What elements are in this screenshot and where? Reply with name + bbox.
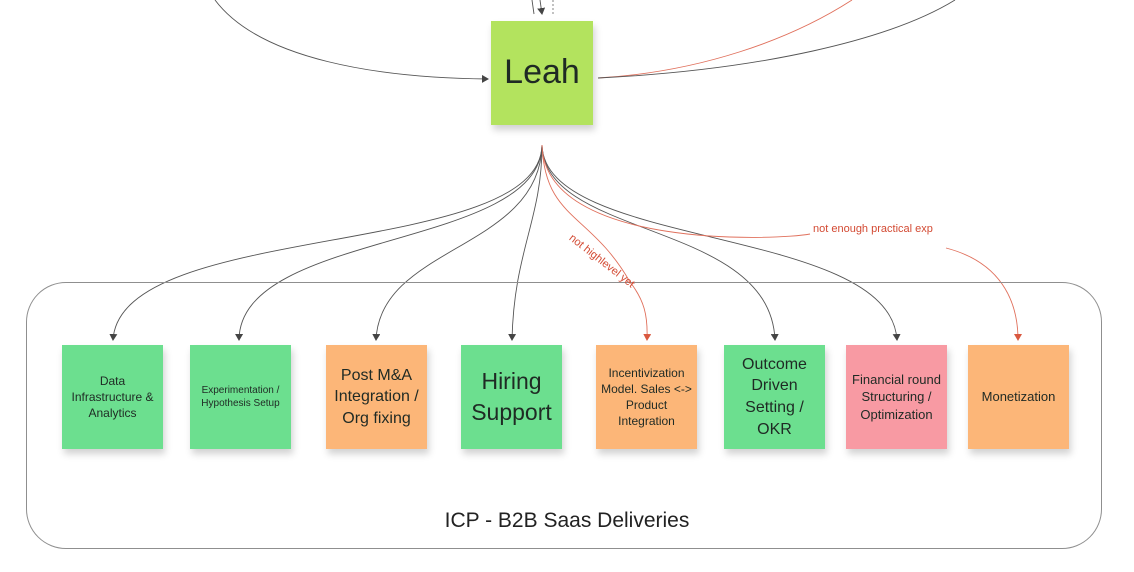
node-data-infrastructure-label: Data Infrastructure & Analytics (71, 373, 154, 421)
edge-to-monetization-tail[interactable] (945, 247, 1022, 341)
edge-incoming-top-a[interactable] (531, 0, 535, 15)
node-experimentation[interactable]: Experimentation / Hypothesis Setup (190, 345, 291, 449)
edge-to-data-infrastructure[interactable] (109, 144, 543, 341)
node-hiring-support-label: Hiring Support (471, 367, 552, 425)
edge-outgoing-right-dark[interactable] (597, 0, 956, 79)
node-data-infrastructure[interactable]: Data Infrastructure & Analytics (62, 345, 163, 449)
icp-container[interactable] (26, 282, 1102, 549)
edge-to-post-ma[interactable] (372, 144, 543, 341)
node-incentivization-label: Incentivization Model. Sales <-> Product… (601, 365, 692, 429)
node-incentivization[interactable]: Incentivization Model. Sales <-> Product… (596, 345, 697, 449)
edge-to-financial-round[interactable] (541, 144, 901, 341)
edge-to-experimentation[interactable] (235, 144, 543, 341)
edge-label-not-enough-exp: not enough practical exp (813, 223, 933, 235)
node-outcome-driven-label: Outcome Driven Setting / OKR (742, 355, 807, 438)
edge-incoming-left[interactable] (214, 0, 489, 83)
node-hiring-support[interactable]: Hiring Support (461, 345, 562, 449)
node-leah[interactable]: Leah (491, 21, 593, 125)
edge-to-hiring-support[interactable] (508, 144, 543, 341)
edge-incoming-top-b[interactable] (537, 0, 546, 15)
edge-to-outcome-driven[interactable] (541, 144, 779, 341)
node-outcome-driven[interactable]: Outcome Driven Setting / OKR (724, 345, 825, 449)
node-financial-round-label: Financial round Structuring / Optimizati… (852, 371, 941, 422)
node-monetization-label: Monetization (981, 389, 1056, 405)
node-experimentation-label: Experimentation / Hypothesis Setup (201, 384, 280, 410)
container-label: ICP - B2B Saas Deliveries (444, 509, 690, 532)
edge-outgoing-right-red[interactable] (597, 0, 853, 79)
node-monetization[interactable]: Monetization (968, 345, 1069, 449)
edge-to-monetization[interactable] (541, 144, 811, 238)
node-post-ma-label: Post M&A Integration / Org fixing (334, 366, 419, 427)
node-leah-label: Leah (504, 53, 580, 92)
node-financial-round[interactable]: Financial round Structuring / Optimizati… (846, 345, 947, 449)
edge-to-incentivization[interactable] (541, 144, 652, 341)
node-post-ma[interactable]: Post M&A Integration / Org fixing (326, 345, 427, 449)
